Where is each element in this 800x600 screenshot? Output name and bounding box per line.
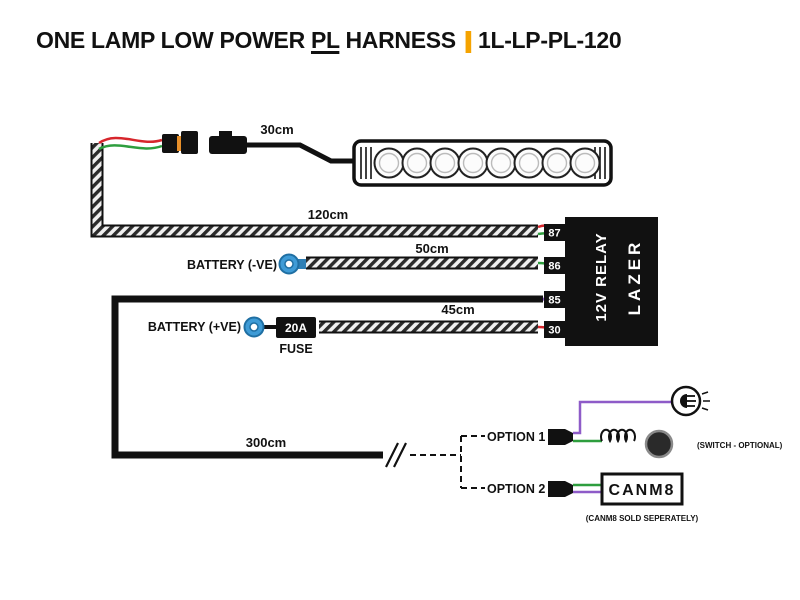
switch-knob-icon <box>644 429 674 459</box>
relay-pin-87: 87 <box>548 228 560 240</box>
battery-positive-label: BATTERY (+VE) <box>148 320 241 334</box>
wire-300cm <box>111 295 543 459</box>
canm8-box: CANM8 <box>600 472 684 506</box>
lazer-brand-logo: LAZER <box>625 239 644 316</box>
length-label-50cm: 50cm <box>415 241 448 256</box>
coil-icon <box>600 428 636 444</box>
option1-connector-icon <box>548 429 573 445</box>
cable-break-icon <box>385 442 407 468</box>
switch-optional-note: (SWITCH - OPTIONAL) <box>697 441 783 450</box>
title-part1: ONE LAMP LOW POWER <box>36 27 311 53</box>
title-separator: | <box>462 27 474 53</box>
option1-purple-wire <box>573 400 672 435</box>
battery-negative-label: BATTERY (-VE) <box>187 258 277 272</box>
length-label-120cm: 120cm <box>308 207 348 222</box>
length-label-300cm: 300cm <box>246 435 286 450</box>
title-underlined: PL <box>310 27 340 53</box>
length-label-30cm: 30cm <box>260 122 293 137</box>
canm8-label: CANM8 <box>609 482 676 499</box>
relay-pin-30: 30 <box>548 325 560 337</box>
relay-label: 12V RELAY <box>593 232 610 321</box>
option2-connector-icon <box>548 481 573 497</box>
title-code: 1L-LP-PL-120 <box>477 27 622 53</box>
cable-120cm <box>90 143 538 238</box>
option2-label: OPTION 2 <box>487 482 545 496</box>
ring-terminal-negative-icon <box>278 253 306 275</box>
relay-pin-86: 86 <box>548 261 560 273</box>
wire-30cm <box>247 142 356 164</box>
led-lenses <box>373 147 601 179</box>
title-part2: HARNESS <box>339 27 456 53</box>
relay-pigtail-wires <box>537 224 566 332</box>
fuse-icon: 20A FUSE <box>276 317 316 356</box>
page-title: ONE LAMP LOW POWER PL HARNESS|1L-LP-PL-1… <box>36 27 622 54</box>
dashed-option-lines <box>410 435 485 489</box>
lamp-connector-icon <box>162 131 247 154</box>
lamp-symbol-icon <box>670 385 710 417</box>
length-label-45cm: 45cm <box>441 302 474 317</box>
relay-pin-85: 85 <box>548 295 560 307</box>
lamp-connector-wires <box>98 136 163 151</box>
relay-12v: 87 86 85 30 12V RELAY LAZER <box>544 217 658 346</box>
fuse-label: FUSE <box>279 342 312 356</box>
led-light-bar <box>352 139 613 187</box>
canm8-note: (CANM8 SOLD SEPERATELY) <box>586 514 699 523</box>
option1-label: OPTION 1 <box>487 430 545 444</box>
fuse-rating-label: 20A <box>285 321 307 335</box>
ring-terminal-positive-icon <box>243 316 277 338</box>
